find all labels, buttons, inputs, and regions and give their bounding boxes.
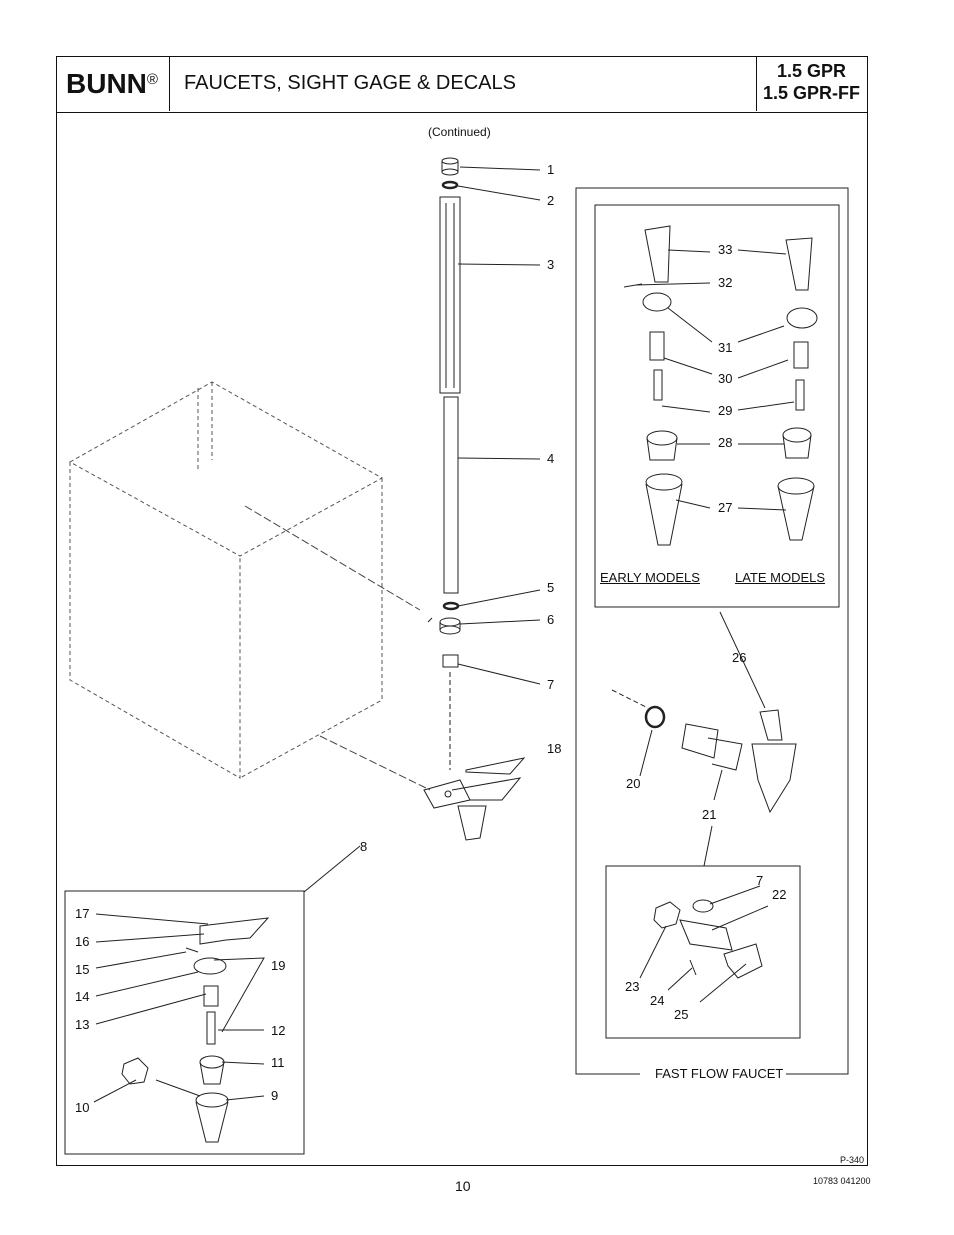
callout-24: 24 — [650, 993, 665, 1008]
callout-32: 32 — [718, 275, 733, 290]
callout-6: 6 — [547, 612, 555, 627]
callout-21: 21 — [702, 807, 717, 822]
document-code: 10783 041200 — [813, 1176, 871, 1186]
callout-23: 23 — [625, 979, 640, 994]
page-header: BUNN® FAUCETS, SIGHT GAGE & DECALS 1.5 G… — [56, 56, 868, 113]
callout-4: 4 — [547, 451, 555, 466]
model-line-2: 1.5 GPR-FF — [762, 83, 860, 103]
callout-13: 13 — [75, 1017, 90, 1032]
page-frame — [56, 56, 868, 1166]
model-line-1: 1.5 GPR — [776, 61, 847, 81]
callout-25: 25 — [674, 1007, 689, 1022]
late-models-label: LATE MODELS — [735, 570, 826, 585]
drawing-id: P-340 — [840, 1155, 865, 1165]
fast-flow-detail-box — [605, 865, 801, 1039]
callout-22: 22 — [772, 887, 787, 902]
fast-flow-detail-parts — [653, 899, 763, 979]
early-models-label: EARLY MODELS — [600, 570, 700, 585]
callout-27: 27 — [718, 500, 733, 515]
callout-3: 3 — [547, 257, 555, 272]
callout-31: 31 — [718, 340, 733, 355]
callout-8: 8 — [360, 839, 368, 854]
callout-26: 26 — [732, 650, 747, 665]
callout-2: 2 — [547, 193, 555, 208]
callout-7: 7 — [547, 677, 555, 692]
continued-label: (Continued) — [428, 125, 491, 139]
callout-28: 28 — [718, 435, 733, 450]
page-number: 10 — [455, 1178, 471, 1194]
fast-flow-group-box — [575, 187, 849, 1075]
callout-15: 15 — [75, 962, 90, 977]
fast-flow-faucet-label: FAST FLOW FAUCET — [655, 1066, 784, 1081]
callout-20: 20 — [626, 776, 641, 791]
faucet-detail-box — [64, 890, 305, 1155]
callout-5: 5 — [547, 580, 555, 595]
callout-11: 11 — [271, 1055, 285, 1070]
fast-flow-faucet-parts — [611, 689, 797, 814]
callout-18: 18 — [547, 741, 562, 756]
callout-14: 14 — [75, 989, 90, 1004]
sight-gage-assembly — [427, 157, 461, 770]
decal — [465, 757, 526, 775]
callout-17: 17 — [75, 906, 90, 921]
faucet-variants-box — [594, 204, 840, 608]
early-model-parts — [623, 225, 683, 546]
brand-logo: BUNN® — [56, 56, 170, 111]
callout-29: 29 — [718, 403, 733, 418]
callout-1: 1 — [547, 162, 555, 177]
callout-30: 30 — [718, 371, 733, 386]
callout-9: 9 — [271, 1088, 279, 1103]
callout-16: 16 — [75, 934, 90, 949]
faucet-assembly — [423, 777, 522, 841]
callout-33: 33 — [718, 242, 733, 257]
callout-19: 19 — [271, 958, 286, 973]
late-model-parts — [777, 237, 818, 541]
callout-7-ff: 7 — [756, 873, 764, 888]
page-title: FAUCETS, SIGHT GAGE & DECALS — [184, 72, 516, 94]
model-numbers: 1.5 GPR 1.5 GPR-FF — [756, 56, 866, 111]
callout-10: 10 — [75, 1100, 90, 1115]
callout-12: 12 — [271, 1023, 286, 1038]
tank-outline — [68, 381, 384, 779]
